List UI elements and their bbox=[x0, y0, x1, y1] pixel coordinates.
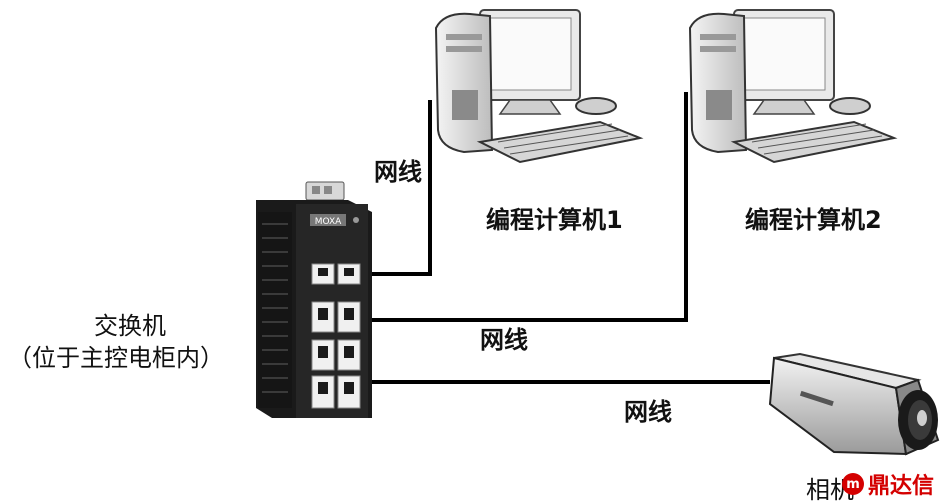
watermark: m 鼎达信 bbox=[842, 468, 934, 500]
camera-icon bbox=[768, 352, 940, 456]
computer-1-icon bbox=[434, 9, 644, 164]
computer-2-icon bbox=[688, 9, 898, 164]
switch-icon: MOXA bbox=[256, 181, 372, 418]
cable-label-pc2: 网线 bbox=[480, 326, 528, 354]
cable-label-camera: 网线 bbox=[624, 398, 672, 426]
watermark-text: 鼎达信 bbox=[868, 474, 935, 499]
switch-brand-label: MOXA bbox=[315, 217, 342, 227]
cable-to-pc1 bbox=[362, 100, 432, 276]
cable-to-pc2 bbox=[362, 92, 688, 322]
switch-label-title: 交换机 bbox=[94, 312, 166, 340]
switch-label-location: （位于主控电柜内） bbox=[8, 344, 224, 372]
pc1-label: 编程计算机1 bbox=[486, 206, 623, 234]
cable-label-pc1: 网线 bbox=[374, 158, 422, 186]
pc2-label: 编程计算机2 bbox=[745, 206, 882, 234]
watermark-logo-icon: m bbox=[842, 473, 864, 495]
